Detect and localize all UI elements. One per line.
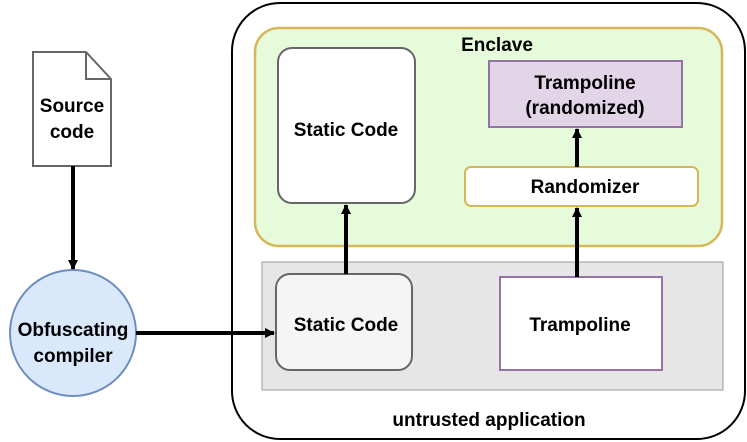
app-static-code-label: Static Code	[294, 315, 399, 336]
enclave-static-code-box	[277, 47, 416, 204]
randomizer-label: Randomizer	[531, 177, 640, 198]
app-trampoline-label: Trampoline	[529, 315, 630, 336]
source-code-document-icon	[32, 51, 112, 167]
trampoline-randomized-box	[488, 60, 683, 128]
obfuscating-compiler-line1: Obfuscating	[18, 320, 129, 341]
app-trampoline-box	[499, 276, 663, 371]
source-code-line2: code	[50, 122, 94, 143]
document-fold-icon	[85, 52, 111, 80]
trampoline-randomized-line2: (randomized)	[525, 98, 644, 119]
untrusted-application-label: untrusted application	[392, 410, 585, 431]
obfuscating-compiler-line2: compiler	[33, 346, 113, 367]
source-code-line1: Source	[40, 96, 104, 117]
randomizer-box	[464, 166, 699, 207]
enclave-label: Enclave	[461, 35, 533, 56]
enclave-static-code-label: Static Code	[294, 120, 399, 141]
trampoline-randomized-line1: Trampoline	[534, 73, 635, 94]
